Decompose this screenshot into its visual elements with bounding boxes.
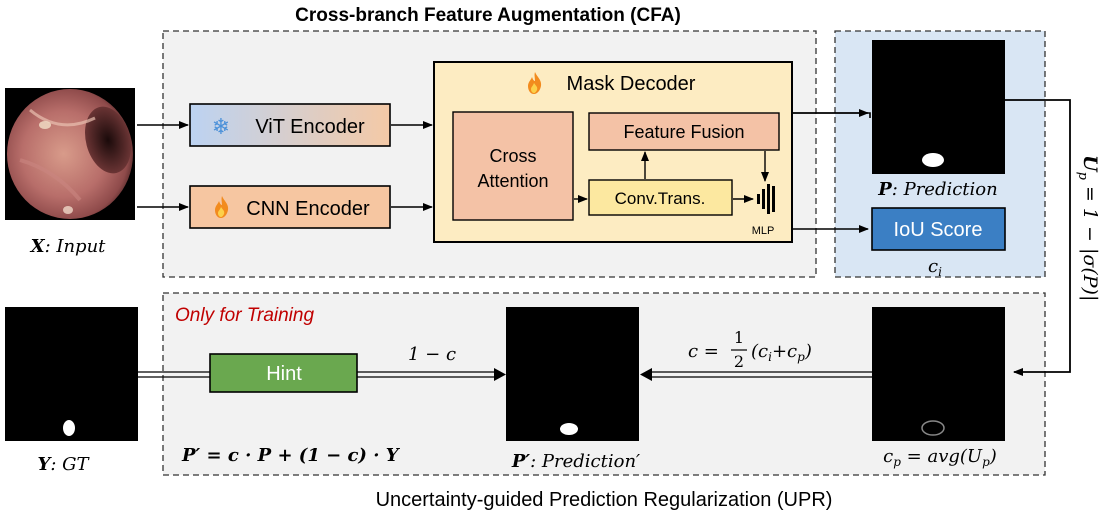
conv-trans-block — [588, 179, 733, 216]
cross-attention-label-2: Attention — [477, 171, 548, 191]
cp-formula: cp = avg(Up) — [883, 446, 997, 469]
ci-label: ci — [928, 256, 942, 279]
prediction-label: P: Prediction — [877, 179, 997, 200]
input-image — [5, 88, 135, 220]
c-formula-num: 1 — [734, 328, 744, 347]
hint-block: Hint — [209, 353, 358, 393]
mlp-label: MLP — [752, 225, 775, 237]
mask-decoder-block: Mask Decoder Cross Attention Feature Fus… — [433, 61, 793, 243]
cnn-encoder-label: CNN Encoder — [246, 198, 370, 220]
cfa-title: Cross-branch Feature Augmentation (CFA) — [295, 5, 681, 26]
uncertainty-formula: Up = 1 − |σ(P)| — [1075, 155, 1101, 301]
cross-attention-block — [452, 111, 574, 221]
snowflake-icon: ❄ — [212, 115, 230, 140]
cp-mask — [872, 307, 1005, 441]
upr-title: Uncertainty-guided Prediction Regulariza… — [376, 489, 833, 511]
hint-label: Hint — [266, 363, 302, 385]
vit-encoder-block: ❄ ViT Encoder — [189, 103, 391, 147]
one-minus-c-label: 1 − c — [408, 344, 456, 365]
iou-score-block: IoU Score — [871, 207, 1006, 251]
c-formula-lhs: c = — [688, 341, 719, 362]
pprime-label: P′: Prediction′ — [511, 451, 640, 472]
arrowhead-hint-pprime — [494, 368, 506, 381]
cnn-encoder-block: CNN Encoder — [189, 185, 391, 229]
pprime-mask — [506, 307, 639, 441]
cross-attention-label-1: Cross — [489, 146, 536, 166]
gt-mask — [5, 307, 138, 441]
c-formula-rhs: (ci+cp) — [751, 341, 812, 364]
c-formula: c = 1 2 (ci+cp) — [688, 328, 812, 371]
feature-fusion-block — [588, 112, 780, 151]
flame-icon — [528, 72, 542, 94]
vit-encoder-label: ViT Encoder — [255, 116, 365, 138]
flame-icon — [215, 196, 229, 218]
gt-label: Y: GT — [37, 454, 90, 475]
mask-decoder-label: Mask Decoder — [567, 73, 696, 95]
arrow-uncertainty-loop — [1005, 99, 1071, 376]
mlp-icon — [757, 184, 775, 214]
pprime-formula: P′ = c · P + (1 − c) · Y — [181, 445, 401, 466]
arrowhead-cp-pprime — [640, 368, 652, 381]
conv-trans-label: Conv.Trans. — [615, 189, 706, 208]
c-formula-den: 2 — [734, 352, 744, 371]
training-label: Only for Training — [175, 305, 314, 326]
feature-fusion-label: Feature Fusion — [623, 122, 744, 142]
prediction-mask — [872, 40, 1005, 174]
input-label: X: Input — [30, 236, 107, 257]
iou-score-label: IoU Score — [894, 219, 983, 241]
